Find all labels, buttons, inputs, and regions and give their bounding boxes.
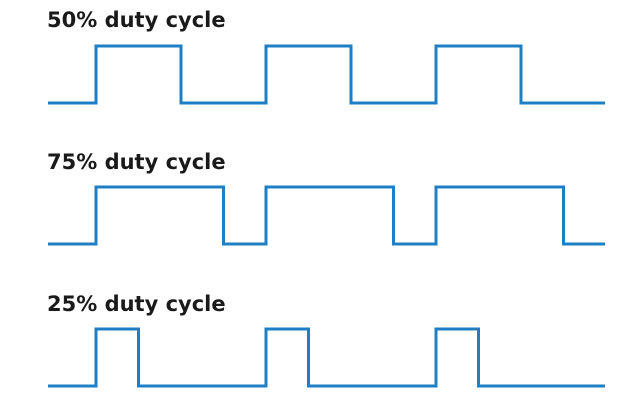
square-wave-25 bbox=[48, 327, 605, 388]
panel-title-25: 25% duty cycle bbox=[47, 292, 226, 316]
square-wave-75 bbox=[48, 185, 605, 246]
square-wave-50 bbox=[48, 44, 605, 105]
panel-title-75: 75% duty cycle bbox=[47, 150, 226, 174]
panel-title-50: 50% duty cycle bbox=[47, 8, 226, 32]
